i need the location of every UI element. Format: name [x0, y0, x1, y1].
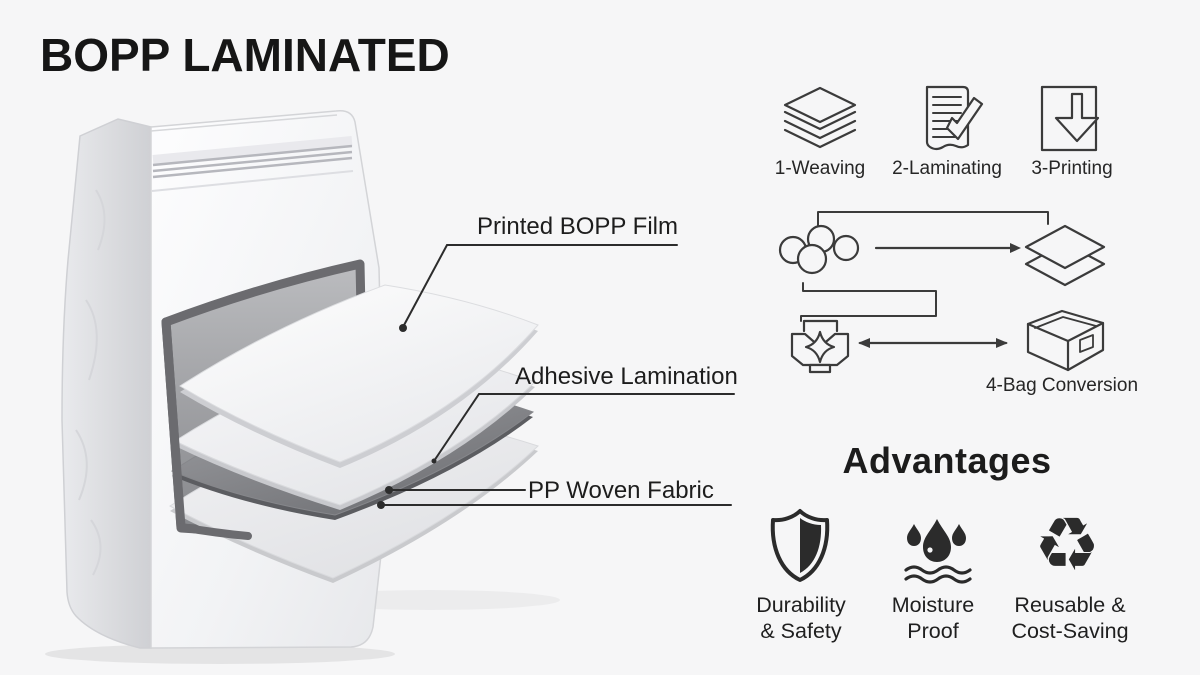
weaving-layers-icon	[783, 86, 857, 149]
bag-top-fold-line	[150, 114, 338, 132]
film-stack-icon	[1024, 224, 1106, 287]
window-frame-left-edge	[161, 317, 186, 532]
window-frame-bottom-edge	[177, 523, 252, 540]
shield-icon	[770, 509, 830, 582]
step-label-laminating: 2-Laminating	[892, 158, 1002, 179]
label-printed-bopp-film: Printed BOPP Film	[477, 213, 678, 240]
gusset-creases	[75, 189, 106, 576]
carton-box-icon	[1026, 309, 1105, 372]
advantage-caption-moisture: Moisture Proof	[863, 592, 1003, 644]
caption-line1: Reusable &	[1014, 593, 1126, 617]
bag-ground-shadow	[45, 644, 395, 664]
flow-double-arrow	[858, 338, 1008, 348]
step-label-printing: 3-Printing	[1031, 158, 1113, 179]
bag-conversion-label: 4-Bag Conversion	[985, 375, 1139, 396]
process-flow	[778, 211, 1106, 374]
caption-line2: Proof	[907, 619, 959, 643]
page-download-icon	[1040, 85, 1100, 152]
flow-connector-path	[800, 282, 937, 322]
exploded-layers	[161, 284, 539, 583]
advantage-caption-reusable: Reusable & Cost-Saving	[995, 592, 1145, 644]
document-check-icon	[925, 85, 984, 151]
caption-line1: Durability	[756, 593, 846, 617]
caption-line1: Moisture	[891, 593, 975, 617]
printed-bopp-film-layer	[179, 284, 539, 468]
caption-line2: Cost-Saving	[1011, 619, 1129, 643]
advantages-heading: Advantages	[842, 440, 1052, 481]
leader-adhesive-lamination	[431, 393, 735, 464]
recycle-icon: ♻	[1033, 502, 1101, 588]
flow-arrow-right	[874, 243, 1021, 253]
advantage-caption-durability: Durability & Safety	[731, 592, 871, 644]
leader-lines	[377, 244, 735, 509]
label-pp-woven-fabric: PP Woven Fabric	[528, 477, 714, 504]
leader-pp-woven-fabric	[377, 486, 732, 509]
process-icons	[783, 85, 1100, 152]
flow-top-bracket	[817, 211, 1049, 227]
caption-line2: & Safety	[760, 619, 842, 643]
bag-zipper	[151, 136, 354, 192]
bag-machine-icon	[790, 319, 850, 374]
advantage-icons	[770, 509, 972, 584]
page-title: BOPP LAMINATED	[40, 29, 450, 81]
bag-gusset	[61, 118, 152, 649]
water-drops-icon	[904, 519, 972, 584]
granules-icon	[778, 224, 860, 275]
label-adhesive-lamination: Adhesive Lamination	[515, 363, 738, 390]
step-label-weaving: 1-Weaving	[774, 158, 866, 179]
leader-printed-bopp-film	[399, 244, 678, 332]
